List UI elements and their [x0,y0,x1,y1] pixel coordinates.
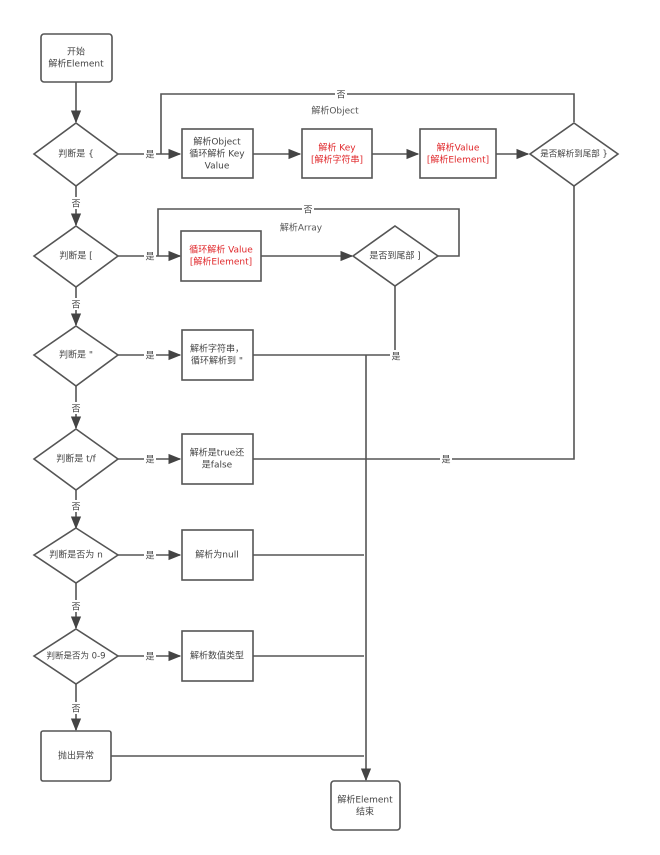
label-string-no: 否 [71,404,80,415]
decision-array-end: 是否到尾部 ] [351,225,440,287]
label-bool-no: 否 [71,502,80,513]
decision-is-array: 判断是 [ [32,225,120,288]
label-bool-yes: 是 [145,455,154,466]
process-parse-string: 解析字符串， 循环解析到 " [181,329,254,381]
label-null-no: 否 [71,602,80,613]
label-array-no: 否 [71,300,80,311]
svg-text:是否到尾部 ]: 是否到尾部 ] [369,250,420,262]
svg-text:解析 Key: 解析 Key [318,142,356,154]
decision-is-bool: 判断是 t/f [32,428,120,491]
label-object-no: 否 [71,199,80,210]
svg-text:判断是否为 0-9: 判断是否为 0-9 [46,651,105,662]
process-parse-value: 解析Value [解析Element] [419,128,497,179]
edge-array-end-yes [364,286,396,356]
svg-text:[解析Element]: [解析Element] [190,256,252,268]
decision-is-object: 判断是 { [32,122,120,188]
label-object-end-no: 否 [336,90,345,101]
label-array-end-yes: 是 [391,352,400,363]
svg-text:判断是 t/f: 判断是 t/f [56,453,96,465]
svg-text:判断是 ": 判断是 " [59,349,93,361]
svg-text:解析字符串，: 解析字符串， [190,343,244,355]
edge-object-loop-back [160,93,575,154]
svg-text:判断是 [: 判断是 [ [59,250,92,262]
process-throw-exception: 抛出异常 [40,730,112,782]
process-parse-bool: 解析是true还 是false [181,433,254,485]
svg-text:解析是true还: 解析是true还 [190,447,244,459]
caption-parse-array: 解析Array [280,222,323,234]
svg-text:判断是否为 n: 判断是否为 n [49,549,103,561]
edges [70,82,575,782]
svg-text:抛出异常: 抛出异常 [58,750,94,762]
svg-text:解析Object: 解析Object [193,136,241,148]
svg-text:判断是 {: 判断是 { [58,148,94,160]
process-parse-key: 解析 Key [解析字符串] [301,128,373,179]
label-object-end-yes: 是 [441,455,450,466]
svg-text:解析数值类型: 解析数值类型 [190,650,244,662]
svg-text:Value: Value [205,162,230,172]
svg-text:[解析字符串]: [解析字符串] [311,154,363,166]
svg-text:循环解析 Key: 循环解析 Key [189,148,245,160]
decision-is-string: 判断是 " [32,325,120,387]
process-array-loop: 循环解析 Value [解析Element] [180,230,262,282]
label-object-yes: 是 [145,150,154,161]
label-null-yes: 是 [145,551,154,562]
label-array-end-no: 否 [303,205,312,216]
label-number-no: 否 [71,704,80,715]
process-parse-number: 解析数值类型 [181,630,254,682]
svg-text:解析Element: 解析Element [48,58,104,70]
decision-object-end: 是否解析到尾部 } [528,122,620,187]
svg-text:解析为null: 解析为null [195,549,238,561]
label-array-yes: 是 [145,252,154,263]
svg-text:循环解析到 ": 循环解析到 " [191,355,243,367]
decision-is-null: 判断是否为 n [32,527,120,584]
svg-text:解析Value: 解析Value [437,142,480,154]
process-parse-null: 解析为null [181,529,254,581]
edge-object-end-yes [364,186,575,460]
svg-text:开始: 开始 [67,46,85,58]
svg-text:是否解析到尾部 }: 是否解析到尾部 } [540,149,608,160]
edge-array-loop-back [157,208,460,257]
svg-text:解析Element: 解析Element [337,794,393,806]
edge-labels: 是 是 是 是 是 是 否 否 否 否 否 否 否 否 是 是 [70,88,452,715]
caption-parse-object: 解析Object [311,105,359,117]
label-string-yes: 是 [145,351,154,362]
node-start: 开始 解析Element [40,33,113,83]
svg-text:结束: 结束 [356,806,374,818]
label-number-yes: 是 [145,652,154,663]
process-object-loop: 解析Object 循环解析 Key Value [181,128,254,179]
node-end: 解析Element 结束 [330,780,401,831]
svg-text:是false: 是false [202,460,233,471]
svg-text:[解析Element]: [解析Element] [427,154,489,166]
svg-text:循环解析 Value: 循环解析 Value [189,244,253,256]
decision-is-number: 判断是否为 0-9 [32,628,120,685]
